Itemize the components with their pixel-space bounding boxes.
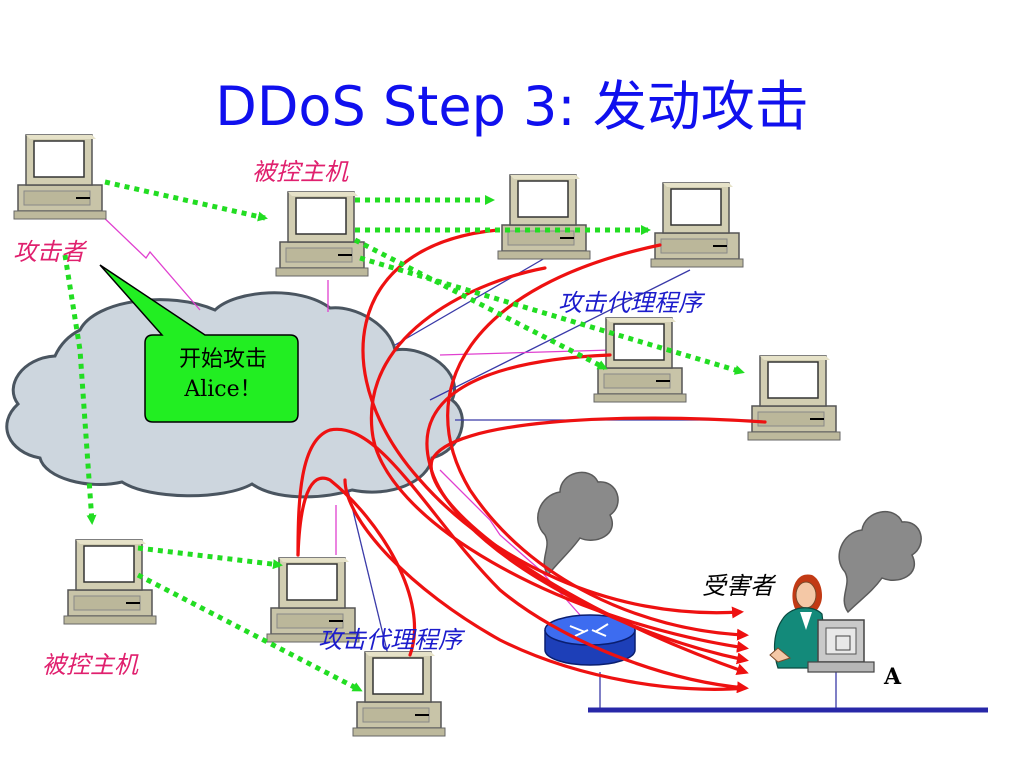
smoke-victim xyxy=(838,511,922,614)
agent-computer-2 xyxy=(650,182,744,268)
victim-computer xyxy=(807,619,875,673)
attack-traffic xyxy=(296,228,767,694)
agent-computer-4 xyxy=(747,355,841,441)
label-attack-agent-bottom: 攻击代理程序 xyxy=(318,626,462,654)
slide-title: DDoS Step 3: 发动攻击 xyxy=(215,75,809,138)
control-arrows xyxy=(62,179,745,693)
agent-computer-6 xyxy=(352,651,446,737)
label-attacker: 攻击者 xyxy=(13,238,85,266)
victim-person xyxy=(769,574,829,669)
label-victim: 受害者 xyxy=(702,572,774,600)
bubble-line-2: Alice！ xyxy=(184,377,262,402)
label-attack-agent-right: 攻击代理程序 xyxy=(558,289,702,317)
controlled-host-top-computer xyxy=(275,191,369,277)
speech-bubble xyxy=(99,264,299,423)
smoke-router xyxy=(537,471,619,577)
agent-computer-1 xyxy=(497,174,591,260)
label-controlled-host-bottom: 被控主机 xyxy=(42,651,138,679)
controlled-host-bottom-computer xyxy=(63,539,157,625)
router xyxy=(544,614,636,666)
label-victim-host: A xyxy=(884,664,902,690)
speech-bubble-text: 开始攻击 Alice！ xyxy=(148,345,298,405)
label-controlled-host-top: 被控主机 xyxy=(252,158,348,186)
attacker-computer xyxy=(13,134,107,220)
bubble-line-1: 开始攻击 xyxy=(178,347,267,372)
agent-computer-3 xyxy=(593,317,687,403)
